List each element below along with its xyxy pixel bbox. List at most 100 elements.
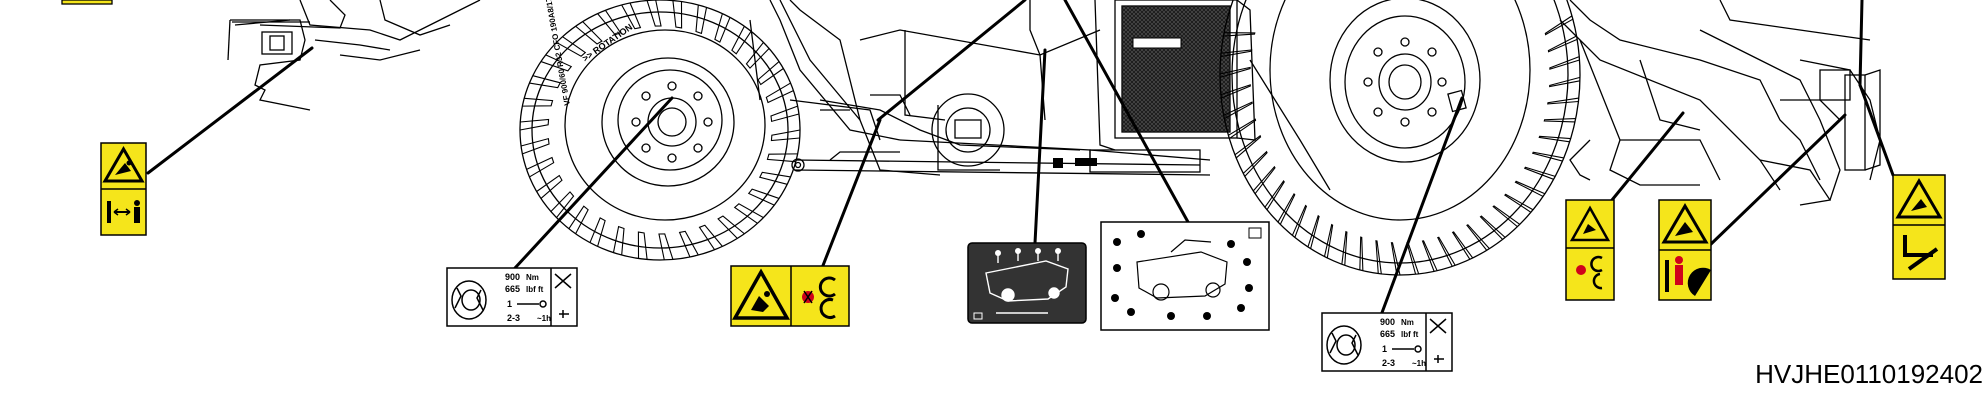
tread-lug [1307,214,1320,249]
decal-entanglement [730,265,850,327]
tread-lug [1219,66,1251,78]
wheel-nut-icon [451,280,487,320]
fall-hazard-icon [1895,178,1943,271]
decal-service-overview [1100,221,1270,331]
tread-lug [1220,84,1251,99]
tread-lug [1479,215,1506,240]
tread-lug [646,0,662,27]
tread-lug [621,2,642,30]
tread-lug [1451,231,1474,260]
entanglement-hazard-icon [732,268,790,320]
tread-lug [1223,101,1253,120]
tread-lug [526,156,555,178]
tread-lug [1390,242,1401,276]
decal-torque-right: 900 Nm 665 lbf ft 1 2-3 ~1h [1321,312,1453,372]
decal-machine-overview-dark [967,242,1087,324]
tread-lug [1523,166,1556,180]
service-points [1111,230,1253,320]
tread-lug [672,0,683,29]
keep-distance-icon [107,200,140,223]
frame-plate-2 [1075,158,1097,166]
tread-lug [1421,240,1438,272]
tread-lug [1359,236,1364,271]
tread-lug [733,203,764,224]
tread-lug [1514,180,1546,197]
tread-lug [695,4,708,35]
wheel-nut-icon [1326,325,1362,365]
front-left-tire-tread [519,0,801,261]
torque-right-step1: 1 [1382,344,1387,354]
torque-left-value-nm: 900 [505,272,520,282]
tread-lug [612,225,625,256]
tread-lug [589,217,606,247]
tread-lug [1406,242,1420,275]
tread-lug [1466,224,1490,251]
tread-lug [1223,32,1256,37]
torque-wrench-icon [517,268,572,326]
tread-lug [770,105,800,123]
tread-lug [1436,236,1456,267]
torque-left-unit-nm: Nm [526,273,539,282]
fall-hazard-icon [1665,256,1711,296]
frame-plate [1053,158,1063,168]
torque-wrench-icon [1392,313,1447,371]
tread-lug [1291,204,1308,238]
tread-lug [770,129,801,142]
left-wheel-nuts [631,81,713,163]
torque-right-unit-lbf: lbf ft [1401,330,1419,339]
tread-lug [1323,223,1334,259]
torque-left-step1: 1 [507,299,512,309]
tread-lug [758,171,791,185]
tread-lug [1277,192,1296,225]
tread-lug [1264,179,1285,211]
rotating-parts-icon [802,276,836,319]
tread-lug [765,82,794,104]
tread-lug [556,36,587,57]
torque-right-value-lbf: 665 [1380,329,1395,339]
torque-right-step2: 2-3 [1382,358,1395,368]
torque-right-tool-note: ~1h [1412,359,1426,368]
top-left-decal-fragment [61,0,113,5]
tread-lug [1234,134,1262,159]
tread-lug [520,137,550,155]
tread-lug [731,26,752,55]
rear-right-tire [1219,0,1581,276]
tread-lug [529,75,562,89]
decal-crush-distance [100,142,147,236]
tread-lug [747,188,780,206]
tread-lug [1341,230,1348,266]
tread-lug [540,54,573,72]
machine-body [61,0,1881,206]
torque-left-unit-lbf: lbf ft [526,285,544,294]
tread-lug [1228,118,1257,140]
crush-hazard-warning-icon [1661,203,1709,244]
torque-right-value-nm: 900 [1380,317,1395,327]
tread-lug [757,61,784,86]
tread-lug [1549,76,1581,88]
right-wheel-nuts [1363,37,1447,127]
front-left-tire [519,0,801,261]
tread-lug [597,9,622,36]
tread-lug [575,21,603,45]
tread-lug [1538,135,1571,143]
tread-lug [550,191,575,218]
tread-lug [717,215,745,239]
tread-lug [1242,150,1268,177]
tread-lug [1220,49,1253,58]
tread-lug [637,231,648,260]
decal-torque-left: 900 Nm 665 lbf ft 1 2-3 ~1h [446,267,578,327]
radiator-grille [1121,5,1231,133]
tread-lug [678,230,699,258]
torque-right-unit-nm: Nm [1401,318,1414,327]
tread-lug [1531,151,1564,162]
crush-hazard-warning-icon [102,146,145,183]
decal-fall-hazard [1892,174,1946,280]
tread-lug [1252,165,1276,195]
tread-lug [1543,118,1576,123]
tread-lug [1547,35,1578,53]
leader-lines [146,0,1895,320]
torque-left-step2: 2-3 [507,313,520,323]
decal-rotating-vertical [1565,199,1615,301]
tread-lug [1375,240,1382,274]
